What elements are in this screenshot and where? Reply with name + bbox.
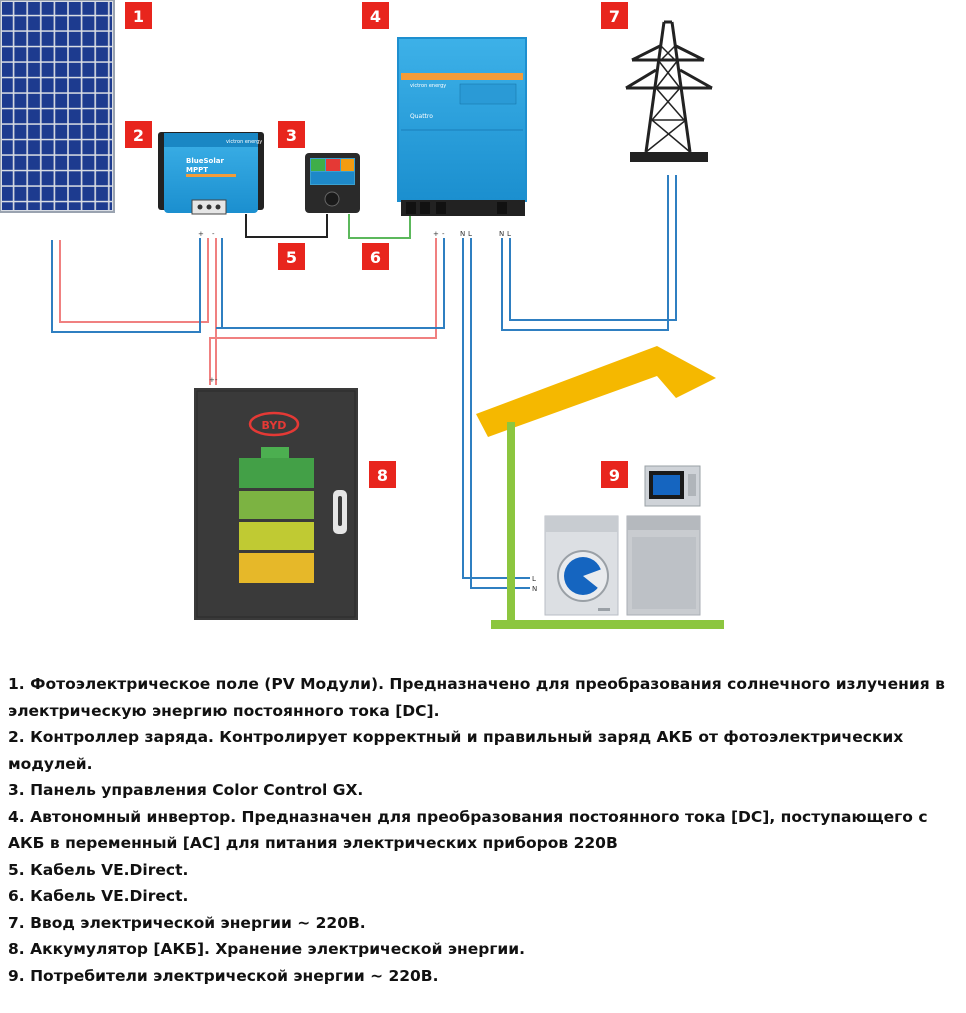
svg-text:9: 9 bbox=[609, 466, 620, 485]
legend-item-7: 7. Ввод электрической энергии ~ 220В. bbox=[8, 913, 366, 932]
battery-brand: BYD bbox=[262, 419, 287, 432]
badge-6: 6 bbox=[362, 243, 389, 270]
badge-8: 8 bbox=[369, 461, 396, 488]
house-outline bbox=[476, 346, 724, 629]
legend-item-9: 9. Потребители электрической энергии ~ 2… bbox=[8, 966, 439, 985]
svg-text:8: 8 bbox=[377, 466, 388, 485]
svg-text:5: 5 bbox=[286, 248, 297, 267]
color-control-gx bbox=[305, 153, 360, 213]
svg-text:7: 7 bbox=[609, 7, 620, 26]
mppt-name-2: MPPT bbox=[186, 166, 208, 174]
wire-pv-plus bbox=[59, 238, 209, 323]
appliance-pin-l: L bbox=[532, 575, 536, 583]
inv-in-n: N bbox=[499, 230, 504, 238]
system-diagram: 1 victron energy BlueSolar MPPT + - 2 3 bbox=[0, 0, 724, 629]
svg-text:2: 2 bbox=[133, 126, 144, 145]
badge-9: 9 bbox=[601, 461, 628, 488]
inv-in-l: L bbox=[507, 230, 511, 238]
mppt-pin-minus: - bbox=[212, 230, 215, 238]
mppt-controller: victron energy BlueSolar MPPT bbox=[158, 132, 264, 215]
mppt-pin-plus: + bbox=[198, 230, 204, 238]
inverter-brand: victron energy bbox=[410, 83, 446, 89]
badge-4: 4 bbox=[362, 2, 389, 29]
battery-pin-minus: - bbox=[215, 376, 218, 384]
power-tower bbox=[625, 20, 713, 162]
washing-machine bbox=[544, 515, 619, 616]
svg-text:6: 6 bbox=[370, 248, 381, 267]
badge-5: 5 bbox=[278, 243, 305, 270]
badge-7: 7 bbox=[601, 2, 628, 29]
legend-item-5: 5. Кабель VE.Direct. bbox=[8, 860, 189, 879]
mppt-name-1: BlueSolar bbox=[186, 157, 224, 165]
legend-item-3: 3. Панель управления Color Control GX. bbox=[8, 781, 364, 799]
legend-item-8: 8. Аккумулятор [АКБ]. Хранение электриче… bbox=[8, 940, 526, 958]
battery-pin-plus: + bbox=[209, 376, 215, 384]
badge-2: 2 bbox=[125, 121, 152, 148]
svg-text:1: 1 bbox=[133, 7, 144, 26]
inv-out-n: N bbox=[460, 230, 465, 238]
quattro-inverter: victron energy Quattro bbox=[397, 37, 527, 216]
dishwasher bbox=[626, 515, 701, 616]
wire-ac-in-l bbox=[509, 175, 677, 321]
inv-dc-minus: - bbox=[442, 230, 445, 238]
wire-battery-plus-inverter bbox=[209, 238, 437, 385]
battery-cabinet: BYD bbox=[194, 388, 358, 620]
inv-dc-plus: + bbox=[433, 230, 439, 238]
cable-ve-direct-6 bbox=[348, 214, 411, 239]
appliance-pin-n: N bbox=[532, 585, 537, 593]
cable-ve-direct-5 bbox=[245, 214, 328, 238]
badge-1: 1 bbox=[125, 2, 152, 29]
wire-pv-minus bbox=[51, 238, 201, 333]
badge-3: 3 bbox=[278, 121, 305, 148]
microwave bbox=[644, 465, 701, 507]
legend-item-6: 6. Кабель VE.Direct. bbox=[8, 887, 189, 905]
pv-panel bbox=[0, 0, 115, 213]
svg-text:4: 4 bbox=[370, 7, 381, 26]
legend: 1. Фотоэлектрическое поле (PV Модули). П… bbox=[8, 671, 958, 989]
legend-item-4: 4. Автономный инвертор. Предназначен для… bbox=[8, 807, 928, 853]
inverter-name: Quattro bbox=[410, 113, 433, 120]
legend-item-2: 2. Контроллер заряда. Контролирует корре… bbox=[8, 728, 904, 773]
wire-ac-in-n bbox=[501, 175, 669, 331]
svg-text:3: 3 bbox=[286, 126, 297, 145]
wire-battery-minus-inverter bbox=[216, 238, 445, 329]
legend-item-1: 1. Фотоэлектрическое поле (PV Модули). П… bbox=[8, 675, 945, 720]
mppt-brand: victron energy bbox=[226, 139, 262, 145]
inv-out-l: L bbox=[468, 230, 472, 238]
